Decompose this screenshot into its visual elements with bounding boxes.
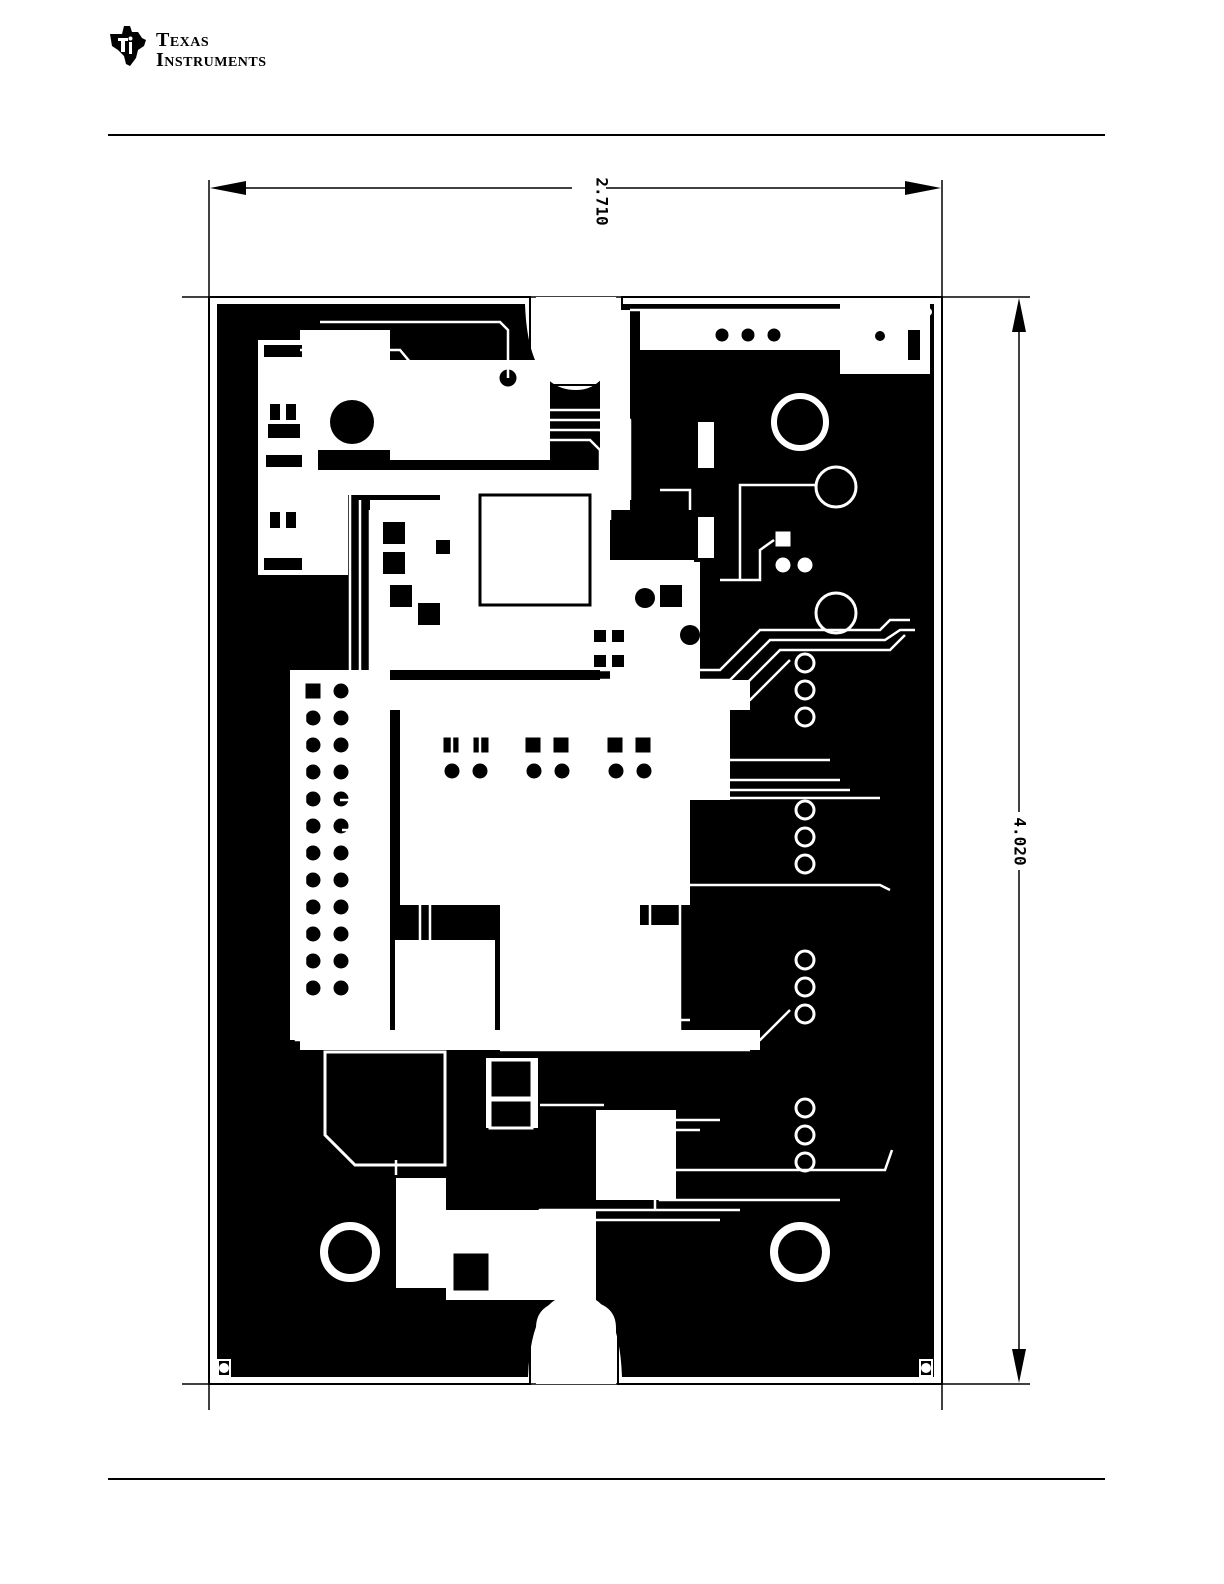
dimension-height-label: 4.020	[1011, 817, 1030, 865]
footer-rule	[108, 1478, 1105, 1480]
dimension-width-label: 2.710	[593, 177, 612, 225]
